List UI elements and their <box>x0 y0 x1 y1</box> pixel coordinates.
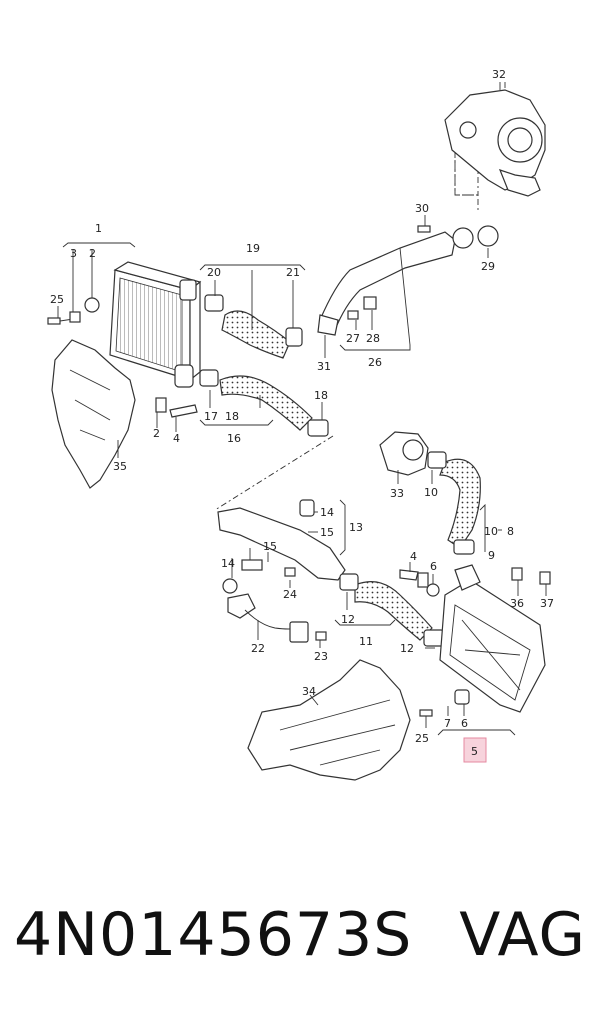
callout-37: 37 <box>540 597 554 610</box>
callout-4: 4 <box>173 432 180 445</box>
part-number: 4N0145673S <box>14 900 413 970</box>
intercooler-left <box>109 261 202 388</box>
callout-2: 2 <box>153 427 160 440</box>
callout-30: 30 <box>415 202 429 215</box>
callout-15: 15 <box>263 540 277 553</box>
callout-25: 25 <box>50 293 64 306</box>
callout-21: 21 <box>286 266 300 279</box>
callout-19: 19 <box>246 242 260 255</box>
callout-14: 14 <box>221 557 235 570</box>
turbo-leader <box>454 160 479 196</box>
turbocharger <box>444 82 546 197</box>
air-guide-35 <box>51 339 136 489</box>
exploded-parts-diagram: 1 2 3 25 35 2 4 19 20 21 17 18 16 18 32 … <box>47 68 554 781</box>
callout-1: 1 <box>95 222 102 235</box>
hose-19 <box>221 310 291 359</box>
callout-13: 13 <box>349 521 363 534</box>
brand-label: VAG <box>459 900 586 970</box>
sensor-22 <box>227 593 256 619</box>
callout-labels: 1 2 3 25 35 2 4 19 20 21 17 18 16 18 32 … <box>50 68 554 758</box>
callout-26: 26 <box>368 356 382 369</box>
callout-7: 7 <box>444 717 451 730</box>
callout-36: 36 <box>510 597 524 610</box>
callout-18: 18 <box>225 410 239 423</box>
intercooler-right <box>399 564 551 717</box>
dashed-connector-left <box>214 435 334 511</box>
callout-28: 28 <box>366 332 380 345</box>
callout-22: 22 <box>251 642 265 655</box>
callout-25: 25 <box>415 732 429 745</box>
callout-5: 5 <box>471 745 478 758</box>
leader-lines <box>57 82 547 736</box>
callout-33: 33 <box>390 487 404 500</box>
callout-34: 34 <box>302 685 316 698</box>
callout-32: 32 <box>492 68 506 81</box>
callout-31: 31 <box>317 360 331 373</box>
highlight-part-5 <box>463 737 487 763</box>
callout-9: 9 <box>488 549 495 562</box>
callout-2: 2 <box>89 247 96 260</box>
callout-14: 14 <box>320 506 334 519</box>
callout-27: 27 <box>346 332 360 345</box>
air-guide-34 <box>247 659 411 781</box>
callout-4: 4 <box>410 550 417 563</box>
callout-24: 24 <box>283 588 297 601</box>
pipe-13 <box>217 507 346 581</box>
callout-29: 29 <box>481 260 495 273</box>
callout-10: 10 <box>484 525 498 538</box>
callout-6: 6 <box>430 560 437 573</box>
callout-23: 23 <box>314 650 328 663</box>
callout-17: 17 <box>204 410 218 423</box>
callout-35: 35 <box>113 460 127 473</box>
hose-10 <box>439 458 481 549</box>
callout-12: 12 <box>400 642 414 655</box>
callout-8: 8 <box>507 525 514 538</box>
callout-15: 15 <box>320 526 334 539</box>
callout-18: 18 <box>314 389 328 402</box>
callout-16: 16 <box>227 432 241 445</box>
dashed-connector-right <box>454 152 479 210</box>
hose-18 <box>219 375 313 431</box>
callout-10: 10 <box>424 486 438 499</box>
callout-11: 11 <box>359 635 373 648</box>
hose-11 <box>354 581 433 641</box>
pipe-26 <box>319 231 456 331</box>
callout-12: 12 <box>341 613 355 626</box>
callout-6: 6 <box>461 717 468 730</box>
callout-20: 20 <box>207 266 221 279</box>
callout-3: 3 <box>70 247 77 260</box>
